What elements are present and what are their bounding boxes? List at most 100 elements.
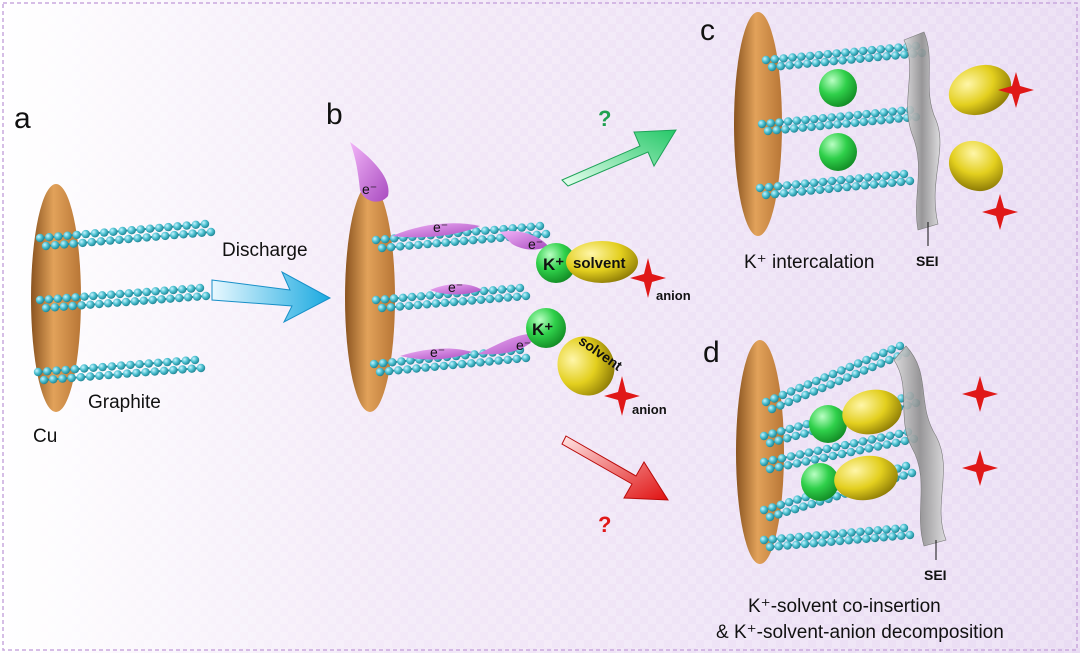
carbon-atom xyxy=(403,365,412,374)
carbon-atom xyxy=(828,369,838,379)
carbon-atom xyxy=(81,229,91,239)
carbon-atom xyxy=(818,114,828,123)
panel-a: a Graphite Cu xyxy=(14,102,216,447)
carbon-atom xyxy=(406,356,415,365)
carbon-atom xyxy=(784,397,793,407)
carbon-atom xyxy=(842,119,851,128)
carbon-atom xyxy=(69,239,78,248)
carbon-atom xyxy=(761,397,771,407)
carbon-atom xyxy=(853,110,862,120)
carbon-atom xyxy=(164,222,173,232)
carbon-atom xyxy=(405,241,414,250)
carbon-atom xyxy=(777,427,786,436)
carbon-atom xyxy=(139,296,148,305)
panel-d: d SEI K⁺-solvent co-insertion & K⁺-solve… xyxy=(703,336,1004,643)
carbon-atom xyxy=(774,462,784,472)
potassium-ion xyxy=(809,405,847,443)
carbon-atom xyxy=(855,446,865,455)
carbon-atom xyxy=(792,459,802,468)
carbon-atom xyxy=(864,53,874,63)
carbon-atom xyxy=(759,505,769,515)
solvent-molecule xyxy=(566,241,638,283)
solvent-molecule xyxy=(948,140,1004,192)
potassium-ion xyxy=(526,308,566,348)
carbon-atom xyxy=(478,235,487,244)
carbon-atom xyxy=(109,227,118,236)
carbon-atom xyxy=(755,183,765,193)
carbon-atom xyxy=(86,300,95,309)
carbon-atom xyxy=(836,112,845,121)
carbon-atom xyxy=(797,187,807,196)
carbon-atom xyxy=(161,231,170,241)
carbon-atom xyxy=(818,177,828,187)
carbon-atom xyxy=(206,227,216,237)
electron-icon xyxy=(500,230,548,250)
carbon-atom xyxy=(795,383,804,393)
sei-label: SEI xyxy=(924,567,947,583)
electron-label: e⁻ xyxy=(433,219,448,235)
carbon-atom xyxy=(106,290,116,299)
carbon-atom xyxy=(818,538,827,547)
carbon-atom xyxy=(862,109,871,119)
carbon-atom xyxy=(831,442,841,452)
carbon-atom xyxy=(386,243,396,252)
carbon-atom xyxy=(136,225,145,234)
carbon-atom xyxy=(170,230,179,240)
carbon-atom xyxy=(867,435,877,444)
carbon-atom xyxy=(96,237,106,246)
carbon-atom xyxy=(859,117,868,127)
carbon-atom xyxy=(132,368,141,378)
carbon-atom xyxy=(422,300,432,309)
carbon-atom xyxy=(512,354,522,364)
carbon-atom xyxy=(371,235,381,245)
carbon-atom xyxy=(53,294,62,303)
carbon-atom xyxy=(487,234,496,243)
anion-star-icon xyxy=(982,194,1018,230)
carbon-atom xyxy=(810,114,819,124)
carbon-atom xyxy=(496,233,505,243)
carbon-atom xyxy=(882,525,891,534)
carbon-atom xyxy=(842,182,852,192)
carbon-atom xyxy=(104,299,113,308)
carbon-atom xyxy=(862,355,871,365)
carbon-atom xyxy=(77,301,86,310)
carbon-atom xyxy=(767,62,777,72)
carbon-atom xyxy=(59,302,68,311)
carbon-atom xyxy=(67,373,76,383)
sei-layer xyxy=(903,31,941,231)
carbon-atom xyxy=(800,179,810,188)
carbon-atom xyxy=(173,222,182,231)
solvent-molecule xyxy=(948,64,1012,116)
panel-c-letter: c xyxy=(700,14,715,47)
carbon-atom xyxy=(54,232,63,241)
electron-icon xyxy=(430,284,482,295)
carbon-atom xyxy=(76,373,86,382)
carbon-atom xyxy=(832,49,841,58)
carbon-atom xyxy=(100,228,109,237)
solvent-label: solvent xyxy=(573,255,626,272)
carbon-atom xyxy=(521,353,531,363)
carbon-atom xyxy=(485,357,494,366)
carbon-atom xyxy=(778,390,787,400)
carbon-atom xyxy=(95,299,104,309)
carbon-atom xyxy=(862,534,871,543)
carbon-atom xyxy=(779,189,789,198)
carbon-atom xyxy=(834,376,844,386)
carbon-atom xyxy=(836,175,846,185)
carbon-atom xyxy=(768,429,777,438)
carbon-atom xyxy=(783,117,793,126)
carbon-atom xyxy=(809,178,819,187)
carbon-atom xyxy=(33,367,43,377)
question-mark-c: ? xyxy=(598,106,611,131)
carbon-atom xyxy=(770,55,779,64)
carbon-atom xyxy=(490,225,499,235)
carbon-atom xyxy=(805,51,815,61)
carbon-atom xyxy=(785,61,794,70)
carbon-atom xyxy=(784,498,794,507)
carbon-atom xyxy=(900,436,910,446)
carbon-atom xyxy=(159,366,169,375)
carbon-atom xyxy=(39,375,49,385)
carbon-atom xyxy=(841,48,850,57)
carbon-atom xyxy=(843,373,852,382)
